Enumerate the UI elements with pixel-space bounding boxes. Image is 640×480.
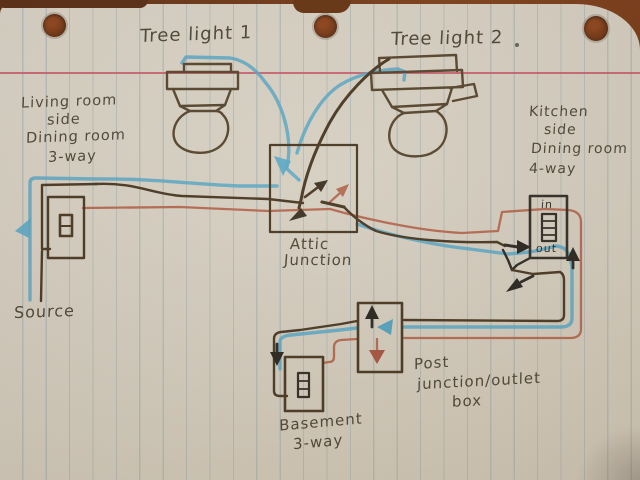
blue-arrow-left-source bbox=[15, 218, 31, 238]
punch-hole-middle bbox=[314, 15, 337, 38]
bulb2-plate bbox=[369, 68, 465, 92]
post-junction-box bbox=[356, 301, 404, 374]
notebook-paper bbox=[0, 4, 640, 480]
left-switch-box bbox=[46, 195, 86, 260]
black-wire-down-to-source bbox=[39, 249, 44, 303]
desk-edge-top-middle bbox=[293, 0, 351, 13]
black-arrow-right-kitchen-in bbox=[517, 240, 531, 254]
basement-switch-box bbox=[283, 355, 325, 413]
label-attic-line2: Junction bbox=[283, 251, 354, 269]
label-kitchen-line3: Dining room bbox=[530, 141, 629, 157]
blue-source-and-top-run bbox=[28, 176, 279, 302]
basement-toggle-lines bbox=[297, 380, 310, 390]
kitchen-switch-box bbox=[528, 194, 569, 260]
black-kitchen-corner-drop bbox=[510, 256, 532, 272]
red-arrow-down-post bbox=[369, 350, 385, 364]
label-living-room-line4: 3-way bbox=[47, 148, 98, 166]
blue-curve-to-tree-light-2 bbox=[295, 67, 407, 155]
kitchen-ladder-rungs bbox=[541, 220, 557, 236]
label-living-room-line2: side bbox=[46, 111, 81, 129]
red-traveler-bottom-run bbox=[321, 337, 359, 365]
black-curve-bulb2-to-attic bbox=[297, 57, 391, 210]
bulb2-neck-line bbox=[390, 102, 449, 109]
blue-arrow-tail-attic bbox=[284, 166, 301, 182]
label-kitchen-line1: Kitchen bbox=[528, 104, 590, 120]
black-arrow-down-left-feed bbox=[506, 278, 523, 292]
label-terminal-in: in bbox=[540, 198, 554, 211]
label-post-line3: box bbox=[451, 391, 483, 411]
attic-junction-box bbox=[268, 143, 359, 234]
label-kitchen-line2: side bbox=[543, 122, 578, 138]
label-kitchen-line4: 4-way bbox=[528, 161, 577, 177]
bulb2-side-tab bbox=[448, 82, 479, 103]
black-arrow-tail-kitchen-in bbox=[503, 243, 520, 249]
black-left-switch-outer-box bbox=[40, 182, 99, 251]
bulb1-neck-line bbox=[178, 103, 227, 108]
black-arrow-tail-attic-up bbox=[303, 186, 319, 199]
blue-diagonal-to-kitchen bbox=[355, 222, 542, 256]
bulb2-globe bbox=[388, 109, 448, 158]
label-terminal-out: out bbox=[535, 242, 558, 255]
paper-corner-shadow bbox=[570, 420, 640, 480]
blue-bottom-run-to-basement bbox=[278, 326, 359, 371]
punch-hole-right bbox=[584, 16, 608, 41]
bulb2-socket bbox=[380, 86, 454, 115]
punch-hole-left bbox=[43, 14, 66, 37]
black-diagonal-to-kitchen bbox=[342, 205, 507, 248]
blue-arrow-left-post bbox=[377, 319, 393, 335]
ink-dot bbox=[515, 43, 519, 47]
desk-edge-top-left bbox=[0, 0, 148, 8]
black-kitchen-drop bbox=[501, 248, 514, 272]
black-arrow-up-right-attic bbox=[314, 180, 328, 192]
black-loop-to-bottom-run bbox=[402, 268, 566, 323]
bulb1-mount-tab bbox=[182, 62, 233, 74]
black-bottom-run-to-basement bbox=[272, 319, 359, 398]
bulb1-socket bbox=[171, 87, 233, 113]
red-arrow-up-right-attic bbox=[336, 184, 349, 197]
label-living-room-line1: Living room bbox=[20, 92, 118, 112]
label-post-line1: Post bbox=[414, 352, 450, 374]
ruled-lines bbox=[0, 4, 640, 480]
black-attic-node bbox=[320, 200, 346, 209]
bulb1-plate bbox=[165, 70, 240, 91]
black-arrow-down-basement bbox=[270, 352, 284, 366]
red-traveler-left-run bbox=[81, 205, 332, 213]
black-arrow-up-post bbox=[365, 305, 379, 319]
blue-curve-to-tree-light-1 bbox=[180, 55, 291, 169]
label-source: Source bbox=[13, 300, 76, 323]
black-arrow-up-blue-run bbox=[566, 247, 580, 261]
black-arrow-down-left-attic bbox=[289, 208, 307, 221]
bulb1-globe bbox=[172, 109, 230, 154]
label-tree-light-2: Tree light 2 bbox=[390, 27, 504, 50]
red-arrow-tail-attic bbox=[328, 191, 342, 204]
red-traveler-right-run bbox=[328, 207, 583, 340]
basement-switch-toggle bbox=[296, 371, 311, 399]
black-arrow-tail-feed-down bbox=[519, 274, 535, 284]
blue-arrow-up-left-attic bbox=[274, 156, 291, 176]
red-margin-line bbox=[0, 72, 640, 74]
black-wire-left-to-attic bbox=[93, 182, 305, 205]
label-tree-light-1: Tree light 1 bbox=[139, 22, 253, 47]
